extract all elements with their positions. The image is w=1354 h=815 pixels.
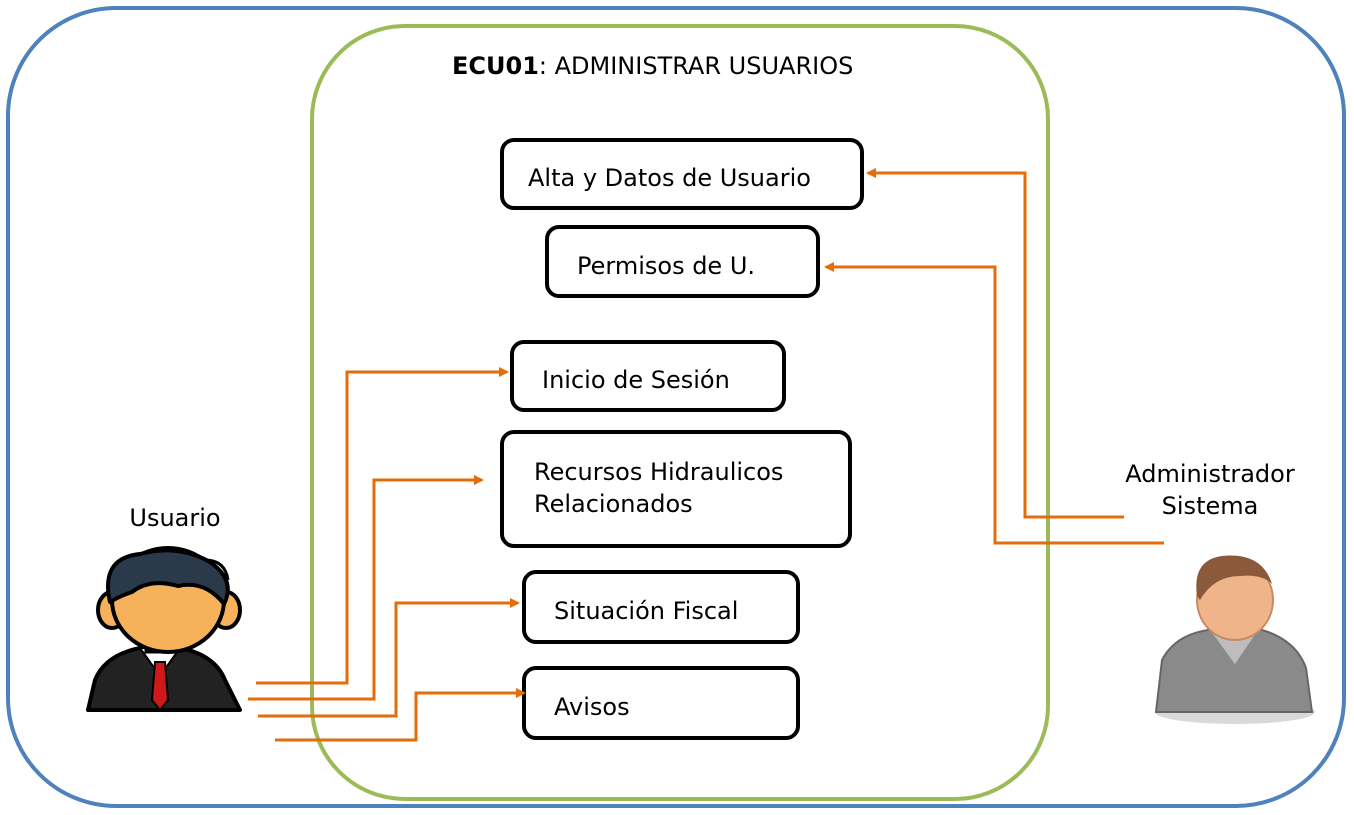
use-case-avisos: Avisos (522, 666, 800, 740)
connector-user-recursos (248, 475, 484, 701)
use-case-inicio-sesion: Inicio de Sesión (510, 340, 786, 412)
use-case-label: Situación Fiscal (554, 597, 739, 625)
connector-admin-permisos (824, 262, 1164, 545)
use-case-alta-datos-usuario: Alta y Datos de Usuario (500, 138, 864, 210)
connector-user-situacion (258, 598, 520, 718)
use-case-situacion-fiscal: Situación Fiscal (522, 570, 800, 644)
admin-actor-icon (1154, 555, 1315, 724)
use-case-label: Permisos de U. (577, 252, 756, 280)
use-case-label-line1: Recursos Hidraulicos (534, 458, 784, 486)
title-text: : ADMINISTRAR USUARIOS (538, 52, 854, 80)
admin-actor-label: Administrador Sistema (1100, 458, 1320, 522)
use-case-group-boundary (310, 24, 1050, 801)
connector-admin-alta (866, 168, 1124, 519)
user-actor-label: Usuario (129, 504, 221, 532)
diagram-title: ECU01: ADMINISTRAR USUARIOS (452, 52, 853, 80)
use-case-permisos: Permisos de U. (545, 225, 820, 298)
use-case-label: Alta y Datos de Usuario (528, 164, 811, 192)
use-case-label-line2: Relacionados (534, 490, 693, 518)
use-case-recursos-hidraulicos: Recursos Hidraulicos Relacionados (500, 430, 852, 548)
use-case-label: Avisos (554, 693, 630, 721)
title-code: ECU01 (452, 52, 539, 80)
admin-label-line1: Administrador (1125, 460, 1295, 488)
admin-label-line2: Sistema (1161, 492, 1259, 520)
connector-user-inicio (256, 367, 509, 685)
system-boundary (6, 6, 1346, 808)
connector-user-avisos (275, 688, 526, 742)
use-case-label: Inicio de Sesión (542, 366, 730, 394)
user-actor-icon (86, 546, 242, 712)
